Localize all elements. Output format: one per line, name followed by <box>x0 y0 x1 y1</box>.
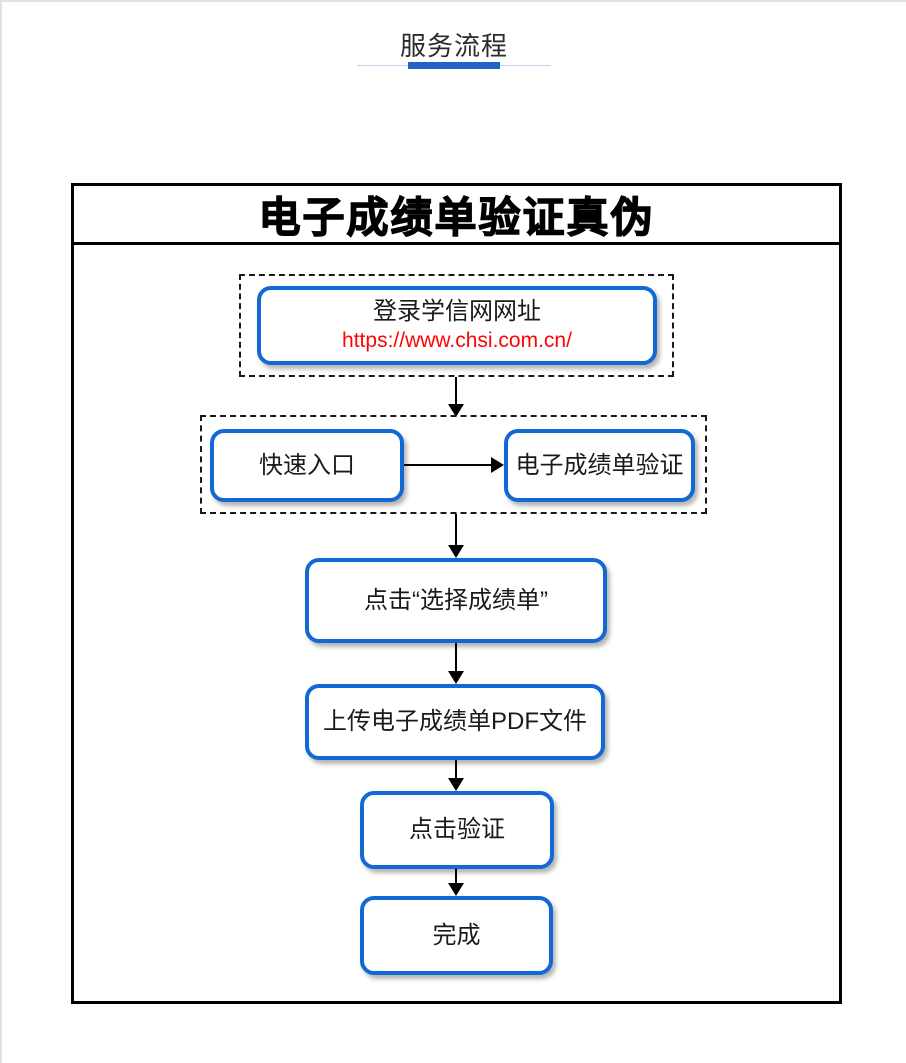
arrow-down-icon <box>448 514 464 558</box>
node-verify-entry-label: 电子成绩单验证 <box>515 451 684 479</box>
flowchart-header: 电子成绩单验证真伪 <box>74 186 839 245</box>
arrow-down-icon <box>448 643 464 684</box>
node-upload-pdf-label: 上传电子成绩单PDF文件 <box>323 708 587 735</box>
arrow-down-icon <box>448 869 464 896</box>
arrow-right-icon <box>404 457 504 473</box>
node-done: 完成 <box>360 896 553 975</box>
node-upload-pdf: 上传电子成绩单PDF文件 <box>305 684 605 760</box>
node-verify-entry: 电子成绩单验证 <box>504 429 695 502</box>
node-select-transcript-label: 点击“选择成绩单” <box>364 586 548 614</box>
flowchart-title: 电子成绩单验证真伪 <box>258 193 655 241</box>
dashed-group-entry <box>200 415 707 514</box>
node-quick-entry: 快速入口 <box>210 429 404 502</box>
node-done-label: 完成 <box>432 921 481 949</box>
node-click-verify: 点击验证 <box>360 791 554 869</box>
section-title: 服务流程 <box>399 31 508 61</box>
underline-accent-bar <box>408 62 500 69</box>
dashed-group-login <box>239 274 674 377</box>
arrow-down-icon <box>448 760 464 791</box>
node-quick-entry-label: 快速入口 <box>259 451 355 479</box>
node-click-verify-label: 点击验证 <box>409 816 505 843</box>
section-title-underline <box>357 62 551 69</box>
arrow-down-icon <box>448 377 464 417</box>
node-login-url: https://www.chsi.com.cn/ <box>342 328 572 352</box>
node-login: 登录学信网网址 https://www.chsi.com.cn/ <box>257 286 657 365</box>
node-login-label: 登录学信网网址 <box>373 297 541 325</box>
node-select-transcript: 点击“选择成绩单” <box>305 558 607 643</box>
